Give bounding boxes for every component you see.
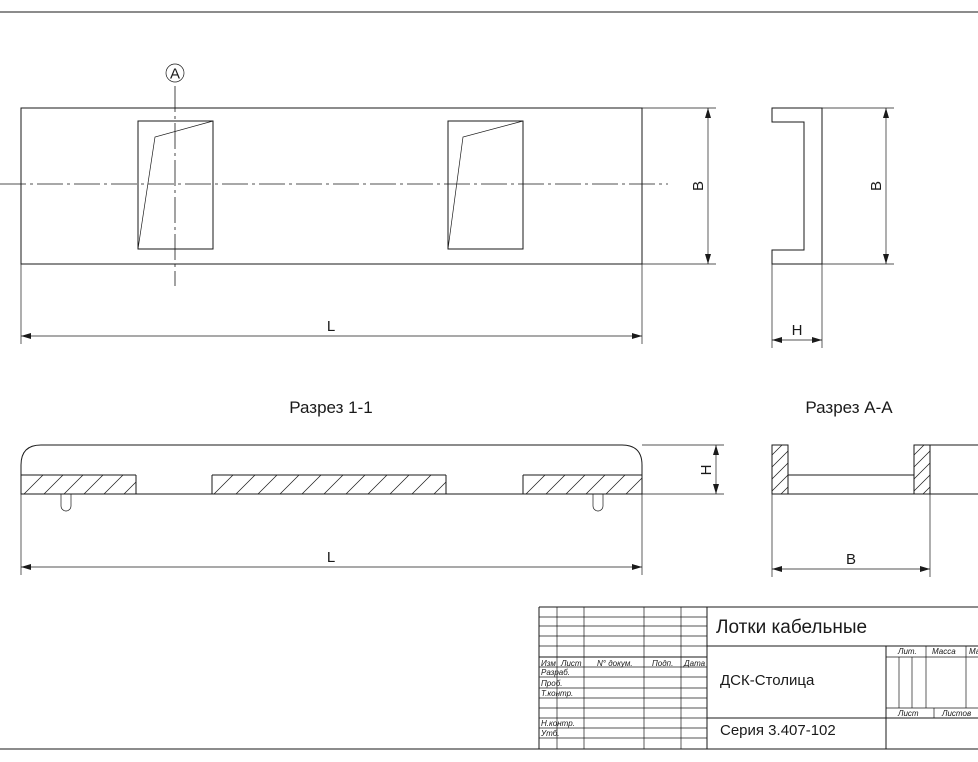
dim-width-side-label: B [868, 181, 885, 191]
section-1-1: H L [20, 444, 724, 575]
tb-col-doc: N° докум. [597, 659, 633, 668]
hatch-segment-right [525, 474, 643, 495]
lifting-loop-left [60, 494, 72, 512]
tb-col-izm: Изм [541, 659, 556, 668]
tb-col-lit: Лит. [897, 647, 917, 656]
tb-series: Серия 3.407-102 [720, 722, 836, 739]
lifting-loop-right [592, 494, 604, 512]
section-marker-a: A [165, 63, 185, 83]
tb-col-date: Дата [683, 659, 706, 668]
dim-width-label: B [690, 181, 707, 191]
tb-organization: ДСК-Столица [720, 672, 815, 689]
opening-right [447, 120, 524, 250]
plan-view: A L B [0, 63, 716, 344]
tb-title: Лотки кабельные [716, 617, 867, 638]
dim-length-label: L [327, 318, 335, 335]
opening-left [137, 120, 214, 250]
hatch-segment-middle [213, 474, 447, 495]
tb-role-prob: Проб. [541, 679, 562, 688]
dim-width-section-label: B [846, 551, 856, 568]
tb-col-list: Лист [560, 659, 582, 668]
dim-height-side-label: H [792, 322, 803, 339]
title-block: Изм Лист N° докум. Подп. Дата Разраб. Пр… [538, 606, 978, 749]
tb-col-sheets: Листов [941, 709, 971, 718]
tb-role-nkontr: Н.контр. [541, 719, 575, 728]
hatch-segment-left [23, 474, 137, 495]
dimension-width-plan: B [642, 107, 716, 265]
section-a-title: Разрез А-А [805, 398, 893, 417]
tb-col-sheet: Лист [897, 709, 919, 718]
section-a-a: B [771, 444, 978, 577]
tb-col-mass: Масса [932, 647, 956, 656]
tb-role-razrab: Разраб. [541, 668, 570, 677]
tb-role-utv: Утб. [540, 729, 560, 738]
tb-col-scale: Ма [969, 647, 978, 656]
tb-col-sign: Подп. [652, 659, 673, 668]
dimension-length-plan: L [20, 264, 643, 344]
dim-length-section-label: L [327, 549, 335, 566]
side-view: B H [771, 107, 894, 348]
dim-height-section-label: H [698, 465, 715, 476]
sheet-frame [0, 11, 978, 750]
marker-a-label: A [170, 66, 180, 83]
tb-role-tkontr: Т.контр. [541, 689, 573, 698]
section-1-title: Разрез 1-1 [289, 398, 372, 417]
